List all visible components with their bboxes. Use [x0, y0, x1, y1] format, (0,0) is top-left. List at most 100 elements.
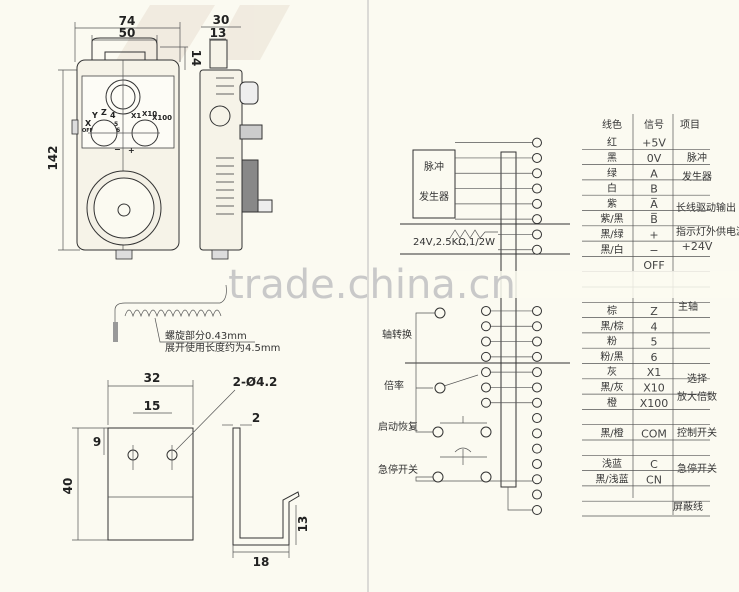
terminal-right: [532, 183, 542, 194]
table-cell-signal: C: [650, 458, 658, 471]
terminal-right: [532, 413, 542, 424]
terminal-left: [481, 305, 491, 316]
dim-13-foot: 13: [296, 516, 310, 533]
pendant-front-view: 74 50 14 142 X Y Z 4 5 6 OFF X1 X10 X100: [46, 14, 203, 260]
terminal-left: [481, 336, 491, 347]
switch-contact: [480, 471, 492, 483]
terminal-left: [481, 367, 491, 378]
axis-select-label: 轴转换: [382, 328, 412, 341]
header-signal: 信号: [644, 119, 664, 131]
label-x100: X100: [152, 114, 172, 122]
table-cell-signal: COM: [641, 427, 667, 440]
table-cell-color: 绿: [607, 166, 617, 179]
dim-32: 32: [144, 371, 161, 385]
table-cell-signal: 5: [651, 336, 658, 349]
table-cell-color: 黑/灰: [600, 380, 623, 393]
terminal-right: [532, 443, 542, 454]
label-x1: X1: [131, 112, 141, 120]
table-cell-signal: X1: [647, 366, 662, 379]
table-cell-color: 橙: [607, 396, 617, 409]
table-cell-color: 红: [607, 136, 617, 149]
terminal-right: [532, 489, 542, 500]
watermark-text: trade.china.cn: [228, 262, 516, 308]
terminal-right: [532, 397, 542, 408]
cable-note-length: 展开使用长度约为4.5mm: [165, 341, 280, 354]
label-axis-y: Y: [91, 111, 98, 120]
table-cell-signal: +: [649, 228, 658, 241]
terminal-right: [532, 214, 542, 225]
table-cell-signal: B: [650, 183, 658, 196]
bracket-side-view: 2 13 18: [222, 411, 310, 569]
pulse-generator-label-2: 发生器: [419, 190, 449, 203]
table-cell-color: 浅蓝: [602, 457, 622, 470]
table-cell-signal: −: [649, 244, 658, 257]
dim-holes: 2-Ø4.2: [233, 375, 278, 389]
table-cell-color: 紫/黑: [600, 213, 623, 225]
header-item: 项目: [680, 119, 700, 131]
table-cell-signal: A: [650, 167, 658, 180]
table-cell-signal: 4: [651, 320, 658, 333]
header-wire-color: 线色: [602, 118, 622, 131]
table-cell-signal: +5V: [642, 137, 666, 150]
switch-contact: [480, 426, 492, 438]
item-select-2: 放大倍数: [677, 390, 717, 403]
table-cell-color: 粉/黑: [600, 350, 623, 363]
table-cell-color: 黑/绿: [600, 227, 623, 240]
terminal-right: [532, 198, 542, 209]
multiplier-label: 倍率: [384, 379, 404, 392]
table-cell-color: 棕: [607, 304, 617, 317]
terminal-left: [481, 397, 491, 408]
label-plus: +: [128, 146, 135, 155]
item-shield: 屏蔽线: [673, 500, 703, 513]
pendant-side-view: 30 13: [199, 13, 273, 260]
dim-9: 9: [93, 435, 101, 449]
switch-contact: [434, 382, 446, 394]
terminal-right: [532, 458, 542, 469]
table-cell-signal: X100: [640, 397, 669, 410]
label-axis-z: Z: [101, 108, 107, 117]
bracket-front-view: 32 15 9 40 2-Ø4.2: [61, 371, 278, 541]
terminal-right: [532, 321, 542, 332]
dim-142: 142: [46, 145, 60, 170]
terminal-right: [532, 336, 542, 347]
dim-13: 13: [210, 26, 227, 40]
item-pulse-gen-2: 发生器: [682, 170, 712, 183]
terminal-left: [481, 321, 491, 332]
label-off: OFF: [82, 128, 93, 134]
table-cell-signal: B̅: [650, 213, 658, 226]
item-estop-switch: 急停开关: [677, 462, 717, 475]
table-cell-color: 灰: [607, 365, 617, 378]
table-cell-color: 黑: [607, 152, 617, 164]
terminal-right: [532, 351, 542, 362]
table-cell-color: 白: [607, 182, 617, 195]
start-reset-label: 启动恢复: [378, 420, 418, 433]
terminal-right: [532, 367, 542, 378]
dim-30: 30: [213, 13, 230, 27]
terminal-right: [532, 474, 542, 485]
wire-color-table: 线色 信号 项目 脉冲 发生器 长线驱动输出 指示灯外供电源 +24V 主轴 选…: [582, 114, 739, 517]
cable-note-coil: 螺旋部分0.43mm: [165, 329, 247, 342]
switch-contact: [432, 471, 444, 483]
table-cell-color: 黑/棕: [600, 319, 623, 332]
label-minus: −: [114, 145, 121, 154]
dim-50: 50: [119, 26, 136, 40]
terminal-right: [532, 428, 542, 439]
table-cell-color: 黑/橙: [600, 426, 623, 439]
dim-15: 15: [144, 399, 161, 413]
item-axis: 主轴: [678, 300, 698, 313]
table-cell-signal: X10: [643, 381, 665, 394]
label-axis-5: 5: [114, 121, 118, 128]
watermark-logo: [110, 5, 290, 70]
label-axis-6: 6: [116, 127, 120, 134]
table-cell-color: 黑/白: [600, 243, 623, 256]
switch-contact: [432, 426, 444, 438]
terminal-left: [481, 382, 491, 393]
terminal-right: [532, 382, 542, 393]
table-cell-signal: CN: [646, 473, 662, 486]
item-pulse-gen-1: 脉冲: [687, 151, 707, 164]
dim-2: 2: [252, 411, 260, 425]
terminal-right: [532, 137, 542, 148]
label-x10: X10: [142, 110, 157, 118]
